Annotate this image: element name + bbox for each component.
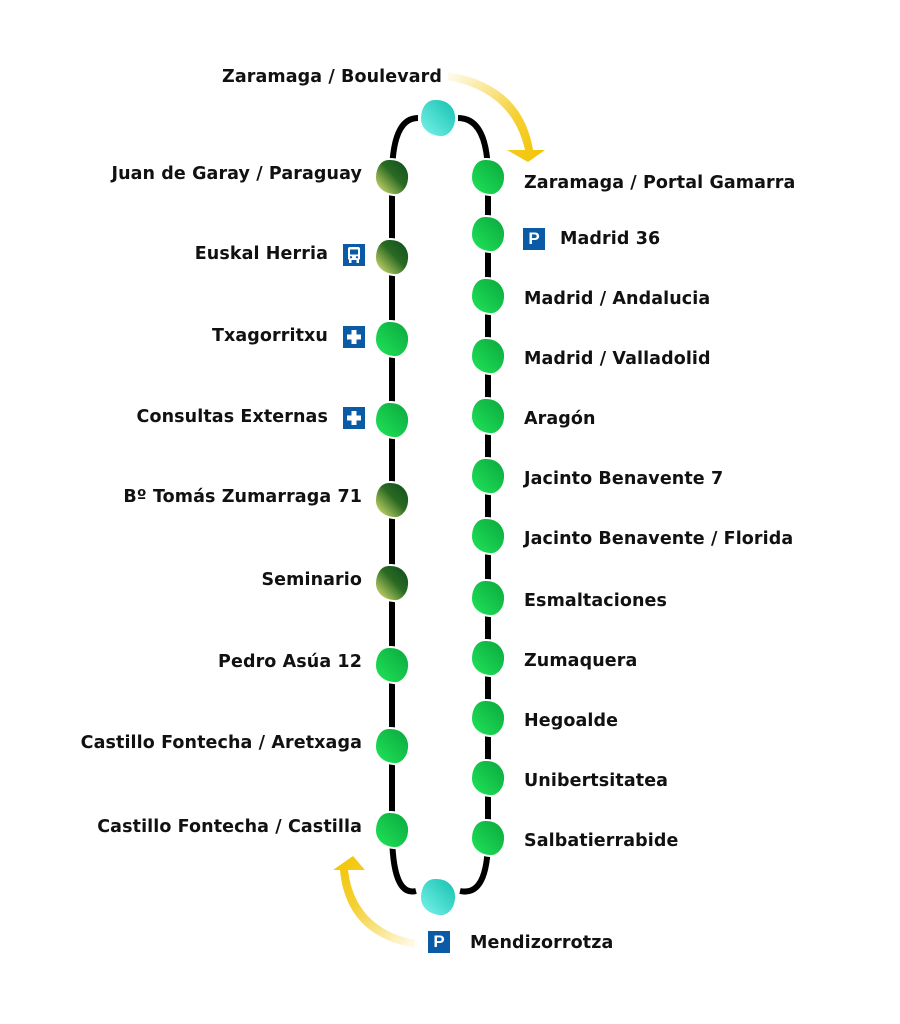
stop-name: Zumaquera <box>524 651 638 671</box>
route-track-left <box>389 115 419 830</box>
stop-marker[interactable] <box>373 480 411 520</box>
terminal-stop-marker[interactable] <box>418 876 458 918</box>
stop-marker[interactable] <box>373 563 411 603</box>
stop-marker[interactable] <box>373 237 411 277</box>
stop-name: Castillo Fontecha / Castilla <box>97 817 362 837</box>
stop-name: Jacinto Benavente 7 <box>524 469 724 489</box>
stop-marker[interactable] <box>469 578 507 618</box>
hospital-cross-icon <box>343 407 365 429</box>
stop-name: Madrid / Valladolid <box>524 349 711 369</box>
stop-name: Pedro Asúa 12 <box>218 652 362 672</box>
bus-icon <box>343 244 365 266</box>
stop-marker[interactable] <box>469 214 507 254</box>
stop-name: Seminario <box>261 570 362 590</box>
parking-icon: P <box>523 228 545 250</box>
direction-arrow-clockwise-bottom <box>333 856 415 948</box>
stop-name: Zaramaga / Portal Gamarra <box>524 173 796 193</box>
stop-marker[interactable] <box>373 157 411 197</box>
stop-marker[interactable] <box>469 157 507 197</box>
stop-marker[interactable] <box>373 810 411 850</box>
stop-name: Aragón <box>524 409 596 429</box>
stop-marker[interactable] <box>469 818 507 858</box>
stop-marker[interactable] <box>469 758 507 798</box>
terminal-stop-marker[interactable] <box>418 97 458 139</box>
direction-arrow-clockwise-top <box>448 72 545 162</box>
stop-marker[interactable] <box>469 456 507 496</box>
stop-name: Euskal Herria <box>194 244 328 264</box>
parking-letter: P <box>528 229 540 248</box>
stop-marker[interactable] <box>373 645 411 685</box>
stop-name: Zaramaga / Boulevard <box>222 67 442 87</box>
stop-name: Mendizorrotza <box>470 933 614 953</box>
stop-name: Madrid / Andalucia <box>524 289 711 309</box>
hospital-cross-icon <box>343 326 365 348</box>
stop-name: Bº Tomás Zumarraga 71 <box>123 487 362 507</box>
parking-icon: P <box>428 931 450 953</box>
stop-name: Juan de Garay / Paraguay <box>111 164 362 184</box>
stop-name: Consultas Externas <box>136 407 328 427</box>
stop-name: Jacinto Benavente / Florida <box>524 529 794 549</box>
stop-name: Salbatierrabide <box>524 831 679 851</box>
stop-name: Txagorritxu <box>211 326 328 346</box>
stop-name: Castillo Fontecha / Aretxaga <box>80 733 362 753</box>
parking-letter: P <box>433 932 445 951</box>
stop-name: Madrid 36 <box>560 229 661 249</box>
stop-marker[interactable] <box>373 400 411 440</box>
stop-name: Unibertsitatea <box>524 771 669 791</box>
stop-name: Esmaltaciones <box>524 591 668 611</box>
stop-marker[interactable] <box>469 516 507 556</box>
stop-marker[interactable] <box>469 396 507 436</box>
stop-marker[interactable] <box>373 319 411 359</box>
stop-marker[interactable] <box>469 336 507 376</box>
stop-marker[interactable] <box>469 698 507 738</box>
stop-name: Hegoalde <box>524 711 619 731</box>
stop-marker[interactable] <box>373 726 411 766</box>
stop-marker[interactable] <box>469 638 507 678</box>
stop-marker[interactable] <box>469 276 507 316</box>
